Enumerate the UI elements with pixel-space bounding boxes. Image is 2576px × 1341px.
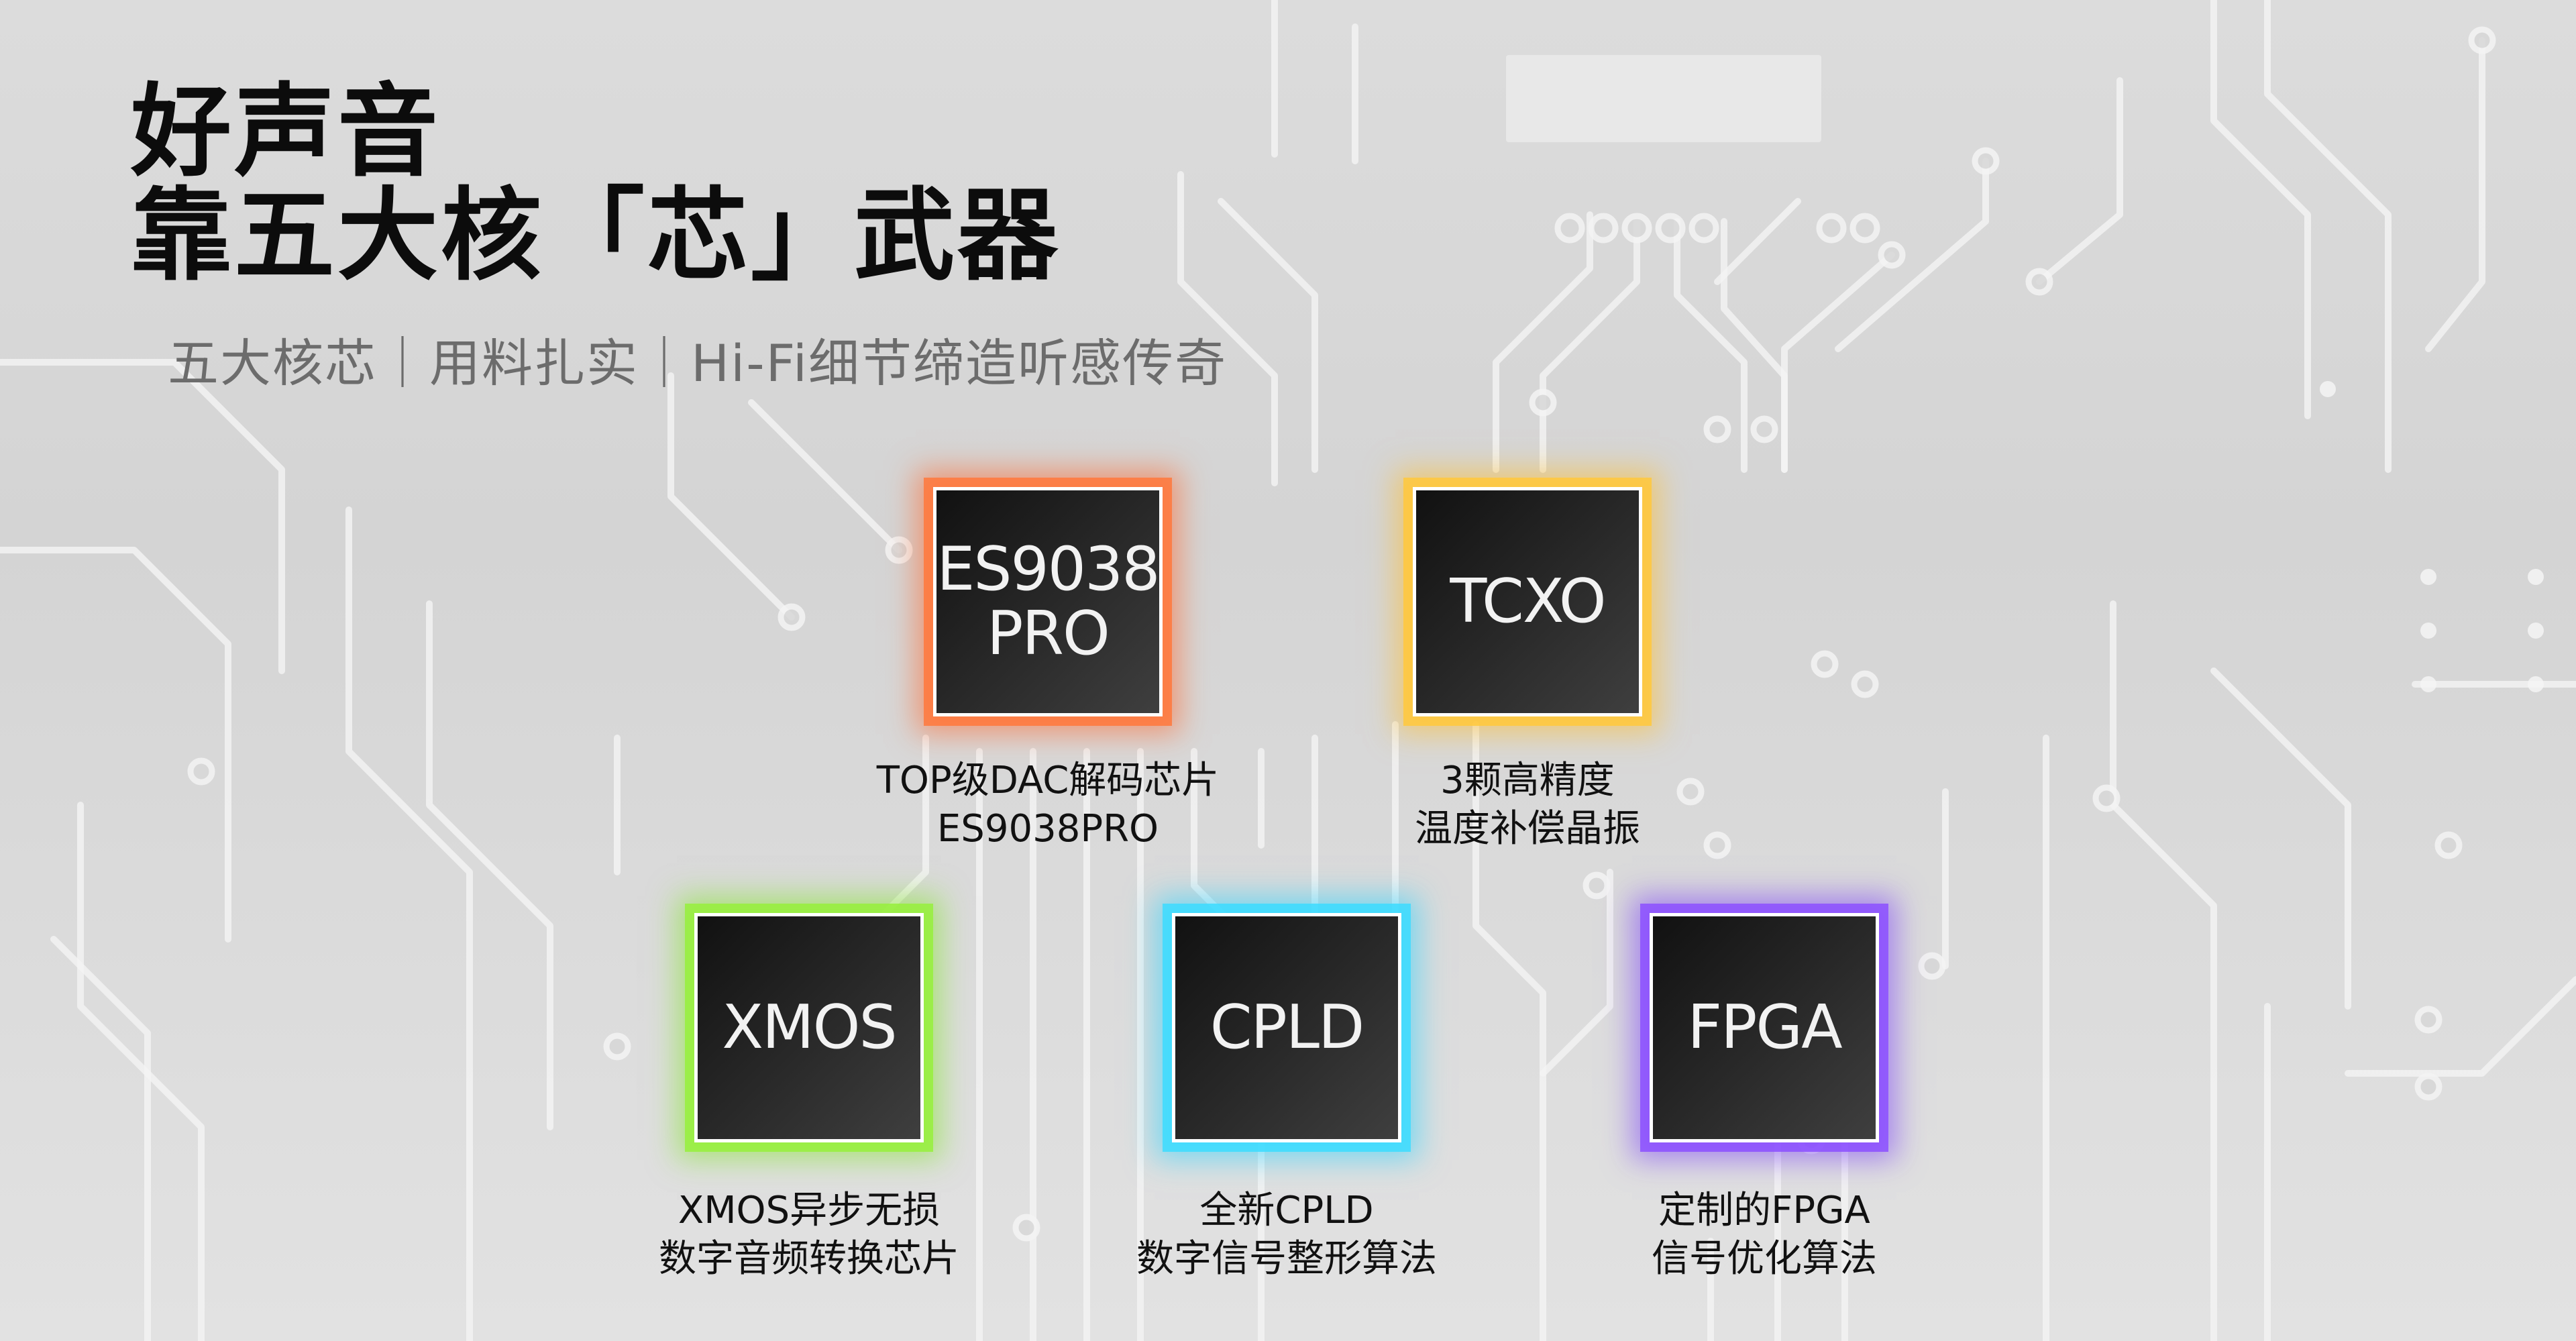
chip-es9038pro: ES9038 PRO (933, 487, 1163, 716)
caption-fpga: 定制的FPGA 信号优化算法 (1529, 1187, 1999, 1283)
title-line-1: 好声音 (131, 74, 441, 191)
caption-line-1: TOP级DAC解码芯片 (876, 759, 1220, 802)
caption-line-1: 定制的FPGA (1658, 1189, 1870, 1232)
chip-fpga: FPGA (1650, 913, 1879, 1142)
caption-line-2: 数字音频转换芯片 (659, 1237, 959, 1281)
chip-xmos: XMOS (694, 913, 924, 1142)
chip-tcxo: TCXO (1413, 487, 1642, 716)
chip-cpld: CPLD (1172, 913, 1401, 1142)
caption-line-2: 温度补偿晶振 (1415, 807, 1640, 851)
caption-line-1: XMOS异步无损 (678, 1189, 941, 1232)
caption-cpld: 全新CPLD 数字信号整形算法 (1052, 1187, 1521, 1283)
caption-line-2: 数字信号整形算法 (1136, 1237, 1437, 1281)
page-title: 好声音 靠五大核「芯」武器 (131, 81, 1061, 288)
caption-line-2: 信号优化算法 (1652, 1237, 1877, 1281)
title-line-2: 靠五大核「芯」武器 (131, 178, 1061, 294)
chip-label: XMOS (722, 992, 897, 1063)
caption-es9038pro: TOP级DAC解码芯片 ES9038PRO (813, 757, 1283, 853)
chip-label: TCXO (1450, 566, 1606, 637)
caption-line-2: ES9038PRO (936, 807, 1159, 851)
caption-xmos: XMOS异步无损 数字音频转换芯片 (574, 1187, 1044, 1283)
chip-label: ES9038 PRO (936, 534, 1160, 669)
chip-label: FPGA (1687, 992, 1842, 1063)
caption-line-1: 3颗高精度 (1440, 759, 1615, 802)
caption-line-1: 全新CPLD (1199, 1189, 1374, 1232)
chip-label: CPLD (1210, 992, 1365, 1063)
caption-tcxo: 3颗高精度 温度补偿晶振 (1293, 757, 1762, 853)
subtitle: 五大核芯｜用料扎实｜Hi-Fi细节缔造听感传奇 (168, 333, 1227, 393)
